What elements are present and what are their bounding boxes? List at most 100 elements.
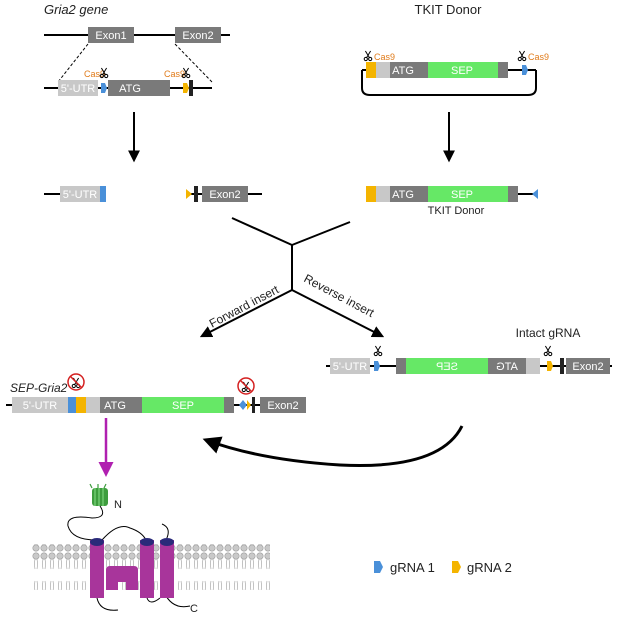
reverse-spacer xyxy=(526,358,540,374)
linear-atg-block xyxy=(390,186,428,202)
plasmid-backbone xyxy=(361,70,537,96)
cas9-label-3: Cas9 xyxy=(374,52,395,62)
reverse-exon2-block xyxy=(566,358,610,374)
donor-end-block xyxy=(498,62,508,78)
sep-gria2-title: SEP-Gria2 xyxy=(10,381,68,395)
reverse-grna2-marker xyxy=(547,361,553,371)
intact-grna-label: Intact gRNA xyxy=(516,326,581,340)
reverse-sep-label: SEP xyxy=(436,361,458,373)
reverse-atg-label: ATG xyxy=(496,361,518,373)
fragment-utr-label: 5'-UTR xyxy=(63,189,98,201)
gfp-barrel-icon xyxy=(89,483,108,506)
donor-atg-label: ATG xyxy=(392,65,414,77)
donor-sep-label: SEP xyxy=(451,65,473,77)
sep-grna2-block xyxy=(76,397,86,413)
grna1-marker xyxy=(101,83,107,93)
scissors-icon xyxy=(517,50,527,62)
linear-grna1-end xyxy=(532,189,538,199)
gria2-gene-group: Gria2 gene Exon1 Exon2 5'-UTR ATG Cas9 C… xyxy=(44,2,230,96)
linear-donor: ATG SEP TKIT Donor xyxy=(366,186,538,217)
sep-sep-block xyxy=(142,397,224,413)
legend-grna1-label: gRNA 1 xyxy=(390,560,435,575)
arrow-reverse xyxy=(291,289,385,338)
stop-bar xyxy=(189,80,193,96)
legend-grna1-swatch xyxy=(374,561,383,573)
reverse-utr-label: 5'-UTR xyxy=(333,361,368,373)
donor-sep-block xyxy=(428,62,498,78)
arrow-forward xyxy=(199,289,293,338)
linear-sep-label: SEP xyxy=(451,189,473,201)
helix-m1 xyxy=(90,540,104,598)
linear-end-block xyxy=(508,186,518,202)
legend: gRNA 1 gRNA 2 xyxy=(374,560,512,575)
sep-hybrid-site-yellow xyxy=(247,400,251,410)
sep-utr-label: 5'-UTR xyxy=(23,400,58,412)
scissors-icon xyxy=(363,50,373,62)
join-left xyxy=(231,217,293,246)
sep-spacer xyxy=(86,397,100,413)
linear-atg-label: ATG xyxy=(392,189,414,201)
helix-m4 xyxy=(160,540,174,598)
reverse-end-block xyxy=(396,358,406,374)
legend-grna2-label: gRNA 2 xyxy=(467,560,512,575)
zoom-line-left xyxy=(57,43,89,83)
pore-loop-m2 xyxy=(106,566,138,590)
reverse-utr-block xyxy=(330,358,370,374)
sep-grna1-block xyxy=(68,397,76,413)
sep-hybrid-site-blue xyxy=(239,400,247,410)
reverse-sep-block xyxy=(406,358,488,374)
reverse-insert-label: Reverse insert xyxy=(302,271,377,320)
no-cut-icon xyxy=(237,377,255,395)
atg-label: ATG xyxy=(119,83,141,95)
junction-lines: Forward insert Reverse insert xyxy=(199,217,385,338)
fragment-grna1-end xyxy=(100,186,106,202)
cas9-label-4: Cas9 xyxy=(528,52,549,62)
sep-stop-bar xyxy=(252,397,255,413)
fragment-exon2-block xyxy=(202,186,248,202)
cut-gene-fragments: 5'-UTR Exon2 xyxy=(44,186,262,202)
fragment-stop-bar xyxy=(194,186,198,202)
fragment-exon2-label: Exon2 xyxy=(209,189,240,201)
n-terminus-label: N xyxy=(114,499,122,511)
helix-m3 xyxy=(140,540,154,598)
donor-atg-block xyxy=(390,62,428,78)
sep-atg-label: ATG xyxy=(104,400,126,412)
helix-m4-cap xyxy=(160,538,174,546)
helix-m1-cap xyxy=(90,538,104,546)
legend-grna2-swatch xyxy=(452,561,461,573)
scissors-icon xyxy=(543,345,553,357)
reverse-insert-construct: Intact gRNA 5'-UTR SEP ATG Exon2 xyxy=(326,326,612,374)
sep-utr-block xyxy=(12,397,68,413)
reverse-stop-bar xyxy=(560,358,564,374)
sep-exon2-label: Exon2 xyxy=(267,400,298,412)
membrane-receptor: N C xyxy=(32,483,270,615)
grna1-site-marker xyxy=(522,65,528,75)
c-terminus-label: C xyxy=(190,603,198,615)
reverse-atg-block xyxy=(488,358,526,374)
fragment-utr-block xyxy=(60,186,100,202)
sep-end-block xyxy=(224,397,234,413)
helix-m3-cap xyxy=(140,538,154,546)
sep-sep-label: SEP xyxy=(172,400,194,412)
tkit-donor-title: TKIT Donor xyxy=(415,2,483,17)
arrow-reselect xyxy=(202,425,464,467)
cas9-label-2: Cas9 xyxy=(164,69,185,79)
exon2-label: Exon2 xyxy=(182,30,213,42)
sep-gria2-construct: SEP-Gria2 5'-UTR ATG SEP Exon2 xyxy=(6,373,306,413)
sep-atg-block xyxy=(100,397,142,413)
grna2-marker xyxy=(183,83,189,93)
grna2-site-block xyxy=(366,62,376,78)
forward-insert-label: Forward insert xyxy=(207,282,282,331)
cas9-label-1: Cas9 xyxy=(84,69,105,79)
linear-spacer xyxy=(376,186,390,202)
zoom-line-right xyxy=(174,43,213,83)
gria2-gene-title: Gria2 gene xyxy=(44,2,108,17)
reverse-grna1-marker xyxy=(374,361,380,371)
no-cut-icon xyxy=(67,373,85,391)
linear-sep-block xyxy=(428,186,508,202)
join-right xyxy=(291,221,351,246)
scissors-icon xyxy=(373,345,383,357)
exon2-block xyxy=(175,27,221,43)
donor-spacer xyxy=(376,62,390,78)
